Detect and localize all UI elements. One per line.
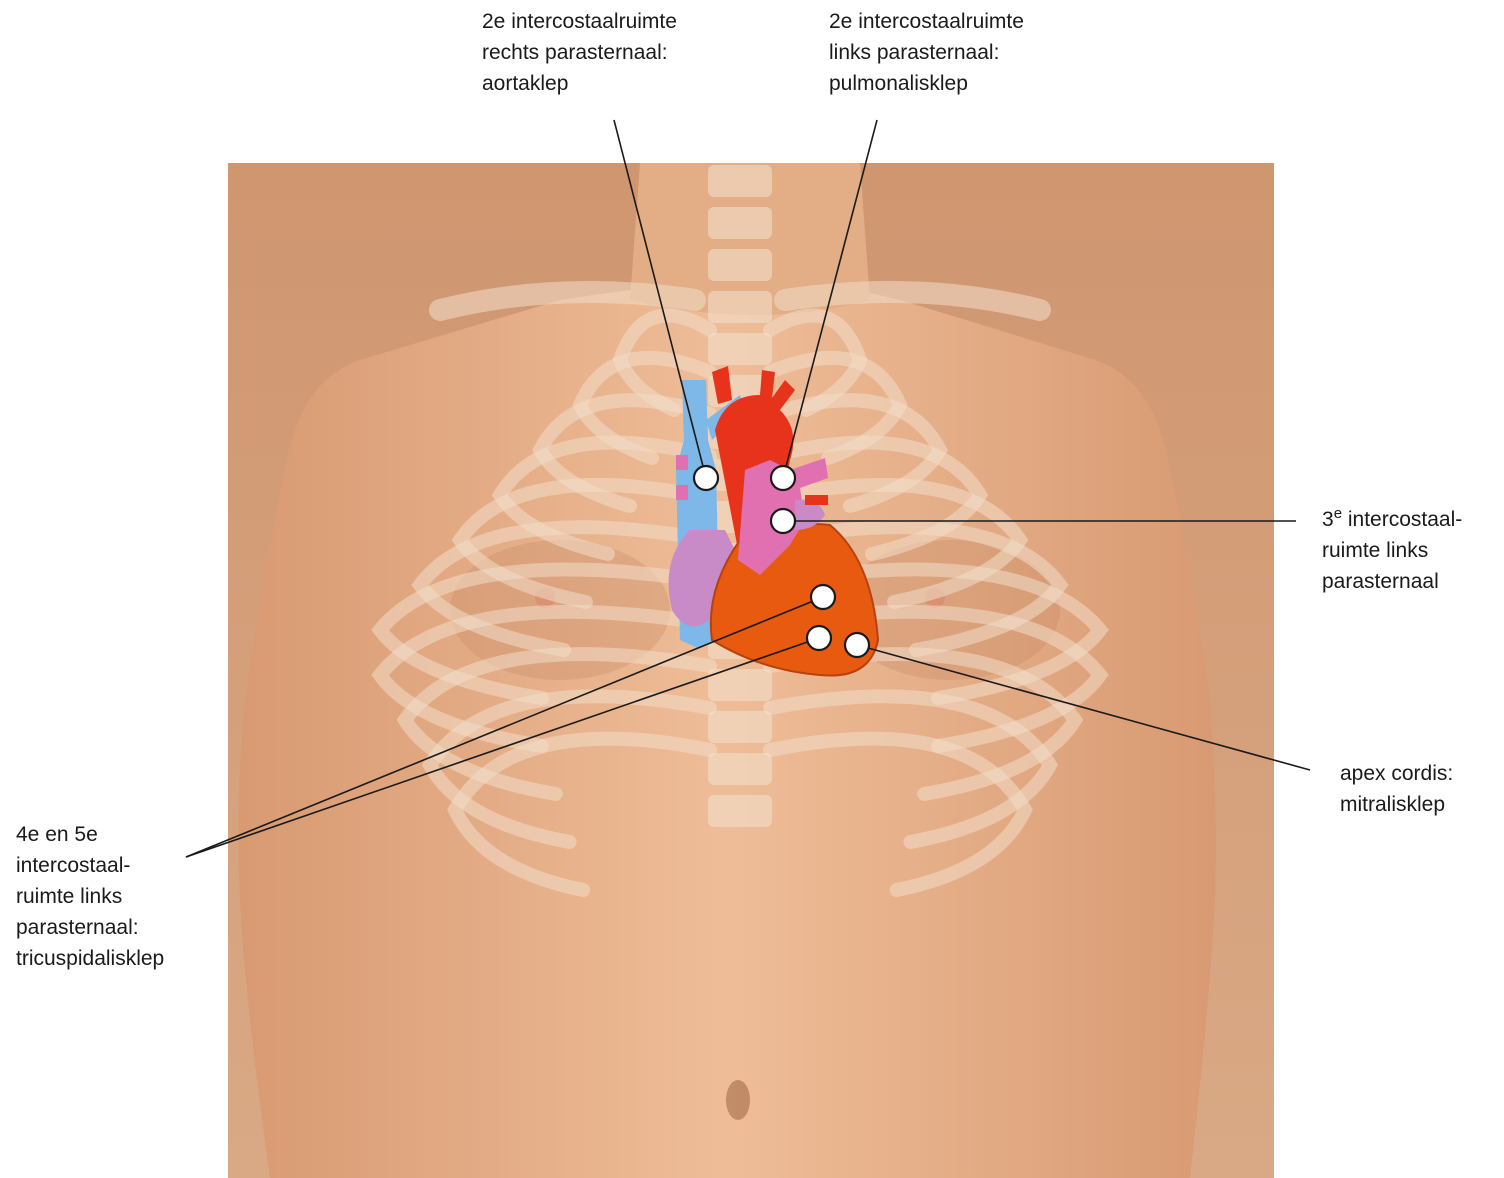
vertebra [708,249,772,281]
point-mitral [845,633,869,657]
point-erb [771,509,795,533]
label-line: aortaklep [482,68,677,99]
vertebra [708,711,772,743]
point-tricuspid-5 [807,626,831,650]
vertebra [708,333,772,365]
vertebra [708,165,772,197]
label-line: parasternaal: [16,912,164,943]
label-line: 4e en 5e [16,819,164,850]
label-line: links parasternaal: [829,37,1024,68]
label-pulmonary-valve: 2e intercostaalruimte links parasternaal… [829,6,1024,99]
label-line: ruimte links [1322,535,1462,566]
label-mitral-valve: apex cordis: mitralisklep [1340,758,1453,820]
label-aortic-valve: 2e intercostaalruimte rechts parasternaa… [482,6,677,99]
label-number: 3 [1322,508,1334,531]
label-line: ruimte links [16,881,164,912]
vertebra [708,795,772,827]
label-superscript: e [1334,505,1342,522]
point-tricuspid-4 [811,585,835,609]
label-line: parasternaal [1322,566,1462,597]
label-line: 2e intercostaalruimte [829,6,1024,37]
label-line: rechts parasternaal: [482,37,677,68]
label-line-first: 3e intercostaal- [1322,504,1462,535]
label-line: pulmonalisklep [829,68,1024,99]
navel [726,1080,750,1120]
label-line: tricuspidalisklep [16,943,164,974]
pulmonary-veins-left [805,495,828,505]
label-line: 2e intercostaalruimte [482,6,677,37]
point-aortic [694,466,718,490]
label-line: apex cordis: [1340,758,1453,789]
vertebra [708,753,772,785]
label-line: mitralisklep [1340,789,1453,820]
label-tricuspid-valve: 4e en 5e intercostaal- ruimte links para… [16,819,164,974]
label-rest: intercostaal- [1342,508,1462,531]
vertebra [708,291,772,323]
label-line: intercostaal- [16,850,164,881]
point-pulmonary [771,466,795,490]
vertebra [708,207,772,239]
label-third-intercostal-space: 3e intercostaal- ruimte links parasterna… [1322,504,1462,597]
